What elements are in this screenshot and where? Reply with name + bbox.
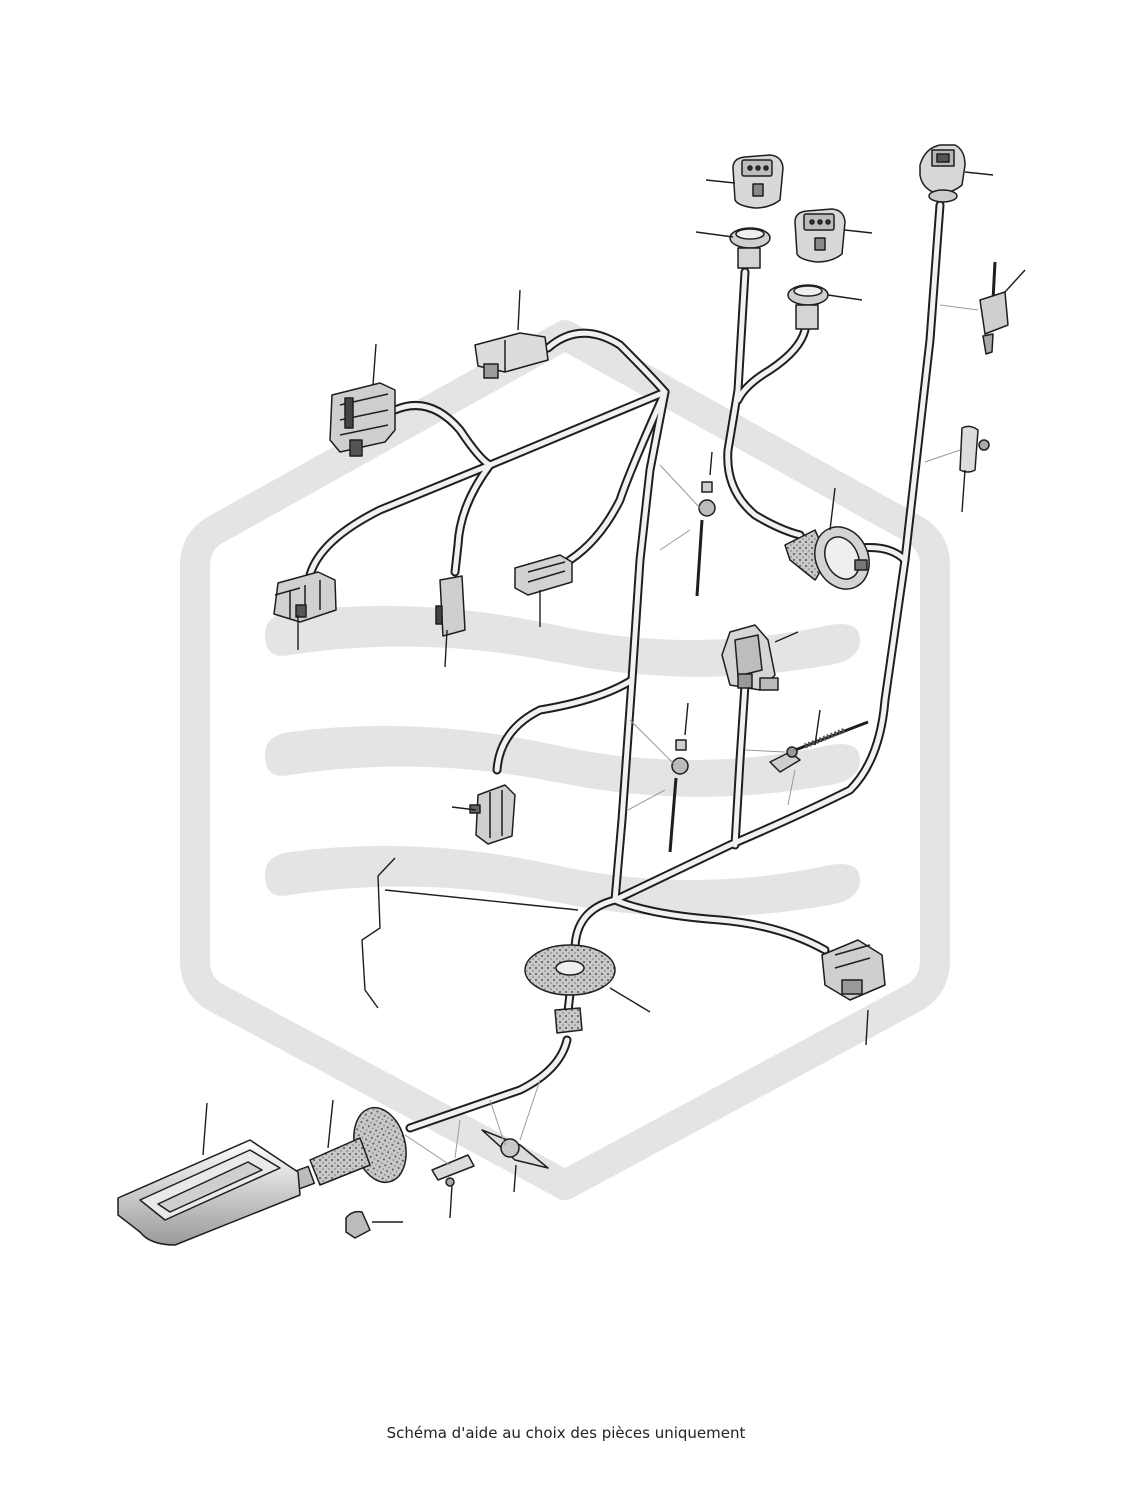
edge-clip-right-icon[interactable] — [959, 425, 990, 473]
connector-lower-left-icon[interactable] — [469, 784, 516, 845]
connector-top-plug-1-icon[interactable] — [729, 154, 784, 269]
leader-lines — [202, 171, 1026, 1223]
grommet-central-icon[interactable] — [524, 944, 616, 1034]
connector-top-2pin-icon[interactable] — [474, 332, 549, 379]
wire-clip-small-icon[interactable] — [345, 1210, 371, 1239]
grommet-lower-left-icon[interactable] — [284, 1102, 414, 1193]
tape-pad-right-icon[interactable] — [481, 1129, 549, 1169]
lamp-housing-icon[interactable] — [117, 1139, 301, 1246]
cable-tie-clip-right-icon[interactable] — [979, 261, 1009, 355]
connector-top-right-icon[interactable] — [919, 144, 966, 203]
connector-lower-right-icon[interactable] — [821, 939, 886, 1001]
grommet-mid-right-icon[interactable] — [784, 518, 879, 598]
fastener-clip-lower-icon[interactable] — [668, 739, 689, 853]
connector-top-plug-2-icon[interactable] — [787, 208, 846, 330]
assembly-guide-lines — [404, 304, 979, 1166]
connector-left-multipin-icon[interactable] — [273, 571, 337, 623]
tape-pad-left-icon[interactable] — [431, 1154, 475, 1187]
connector-mid-icon[interactable] — [514, 554, 573, 596]
connector-vertical-plug-icon[interactable] — [721, 624, 779, 691]
sensor-small-icon[interactable] — [435, 575, 466, 637]
watermark-logo-icon — [180, 320, 950, 1200]
caption-text: Schéma d'aide au choix des pièces unique… — [386, 1424, 746, 1442]
connector-large-block-icon[interactable] — [329, 382, 396, 457]
fastener-clip-upper-icon[interactable] — [695, 481, 716, 597]
cable-tie-mid-icon[interactable] — [769, 720, 869, 773]
